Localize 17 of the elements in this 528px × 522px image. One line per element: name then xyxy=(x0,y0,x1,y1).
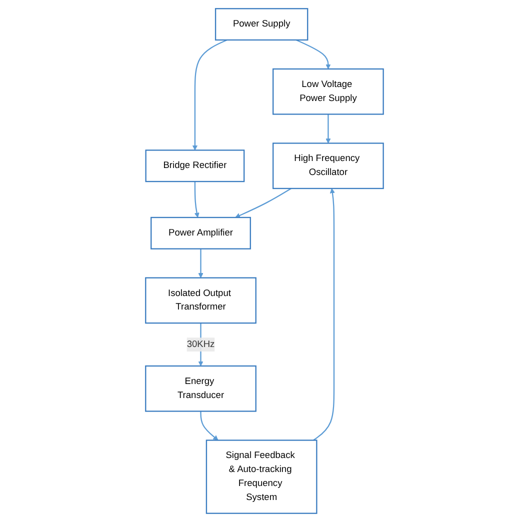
arrow xyxy=(295,39,330,70)
edge-label: 30KHz xyxy=(186,339,214,350)
arrow xyxy=(192,39,227,150)
node-box: Energy Transducer xyxy=(144,365,256,412)
node-box: Power Supply xyxy=(214,8,308,41)
arrow xyxy=(325,114,330,144)
node-box: Signal Feedback & Auto-tracking Frequency System xyxy=(205,440,317,514)
node-box: Bridge Rectifier xyxy=(144,150,244,182)
arrow xyxy=(312,188,334,441)
arrow xyxy=(194,182,199,218)
arrow xyxy=(234,188,291,218)
arrow xyxy=(200,411,218,440)
arrow xyxy=(198,248,203,278)
node-box: Isolated Output Transformer xyxy=(144,277,256,324)
node-box: Low Voltage Power Supply xyxy=(272,68,384,115)
node-box: Power Amplifier xyxy=(150,216,250,250)
node-box: High Frequency Oscillator xyxy=(272,142,384,190)
